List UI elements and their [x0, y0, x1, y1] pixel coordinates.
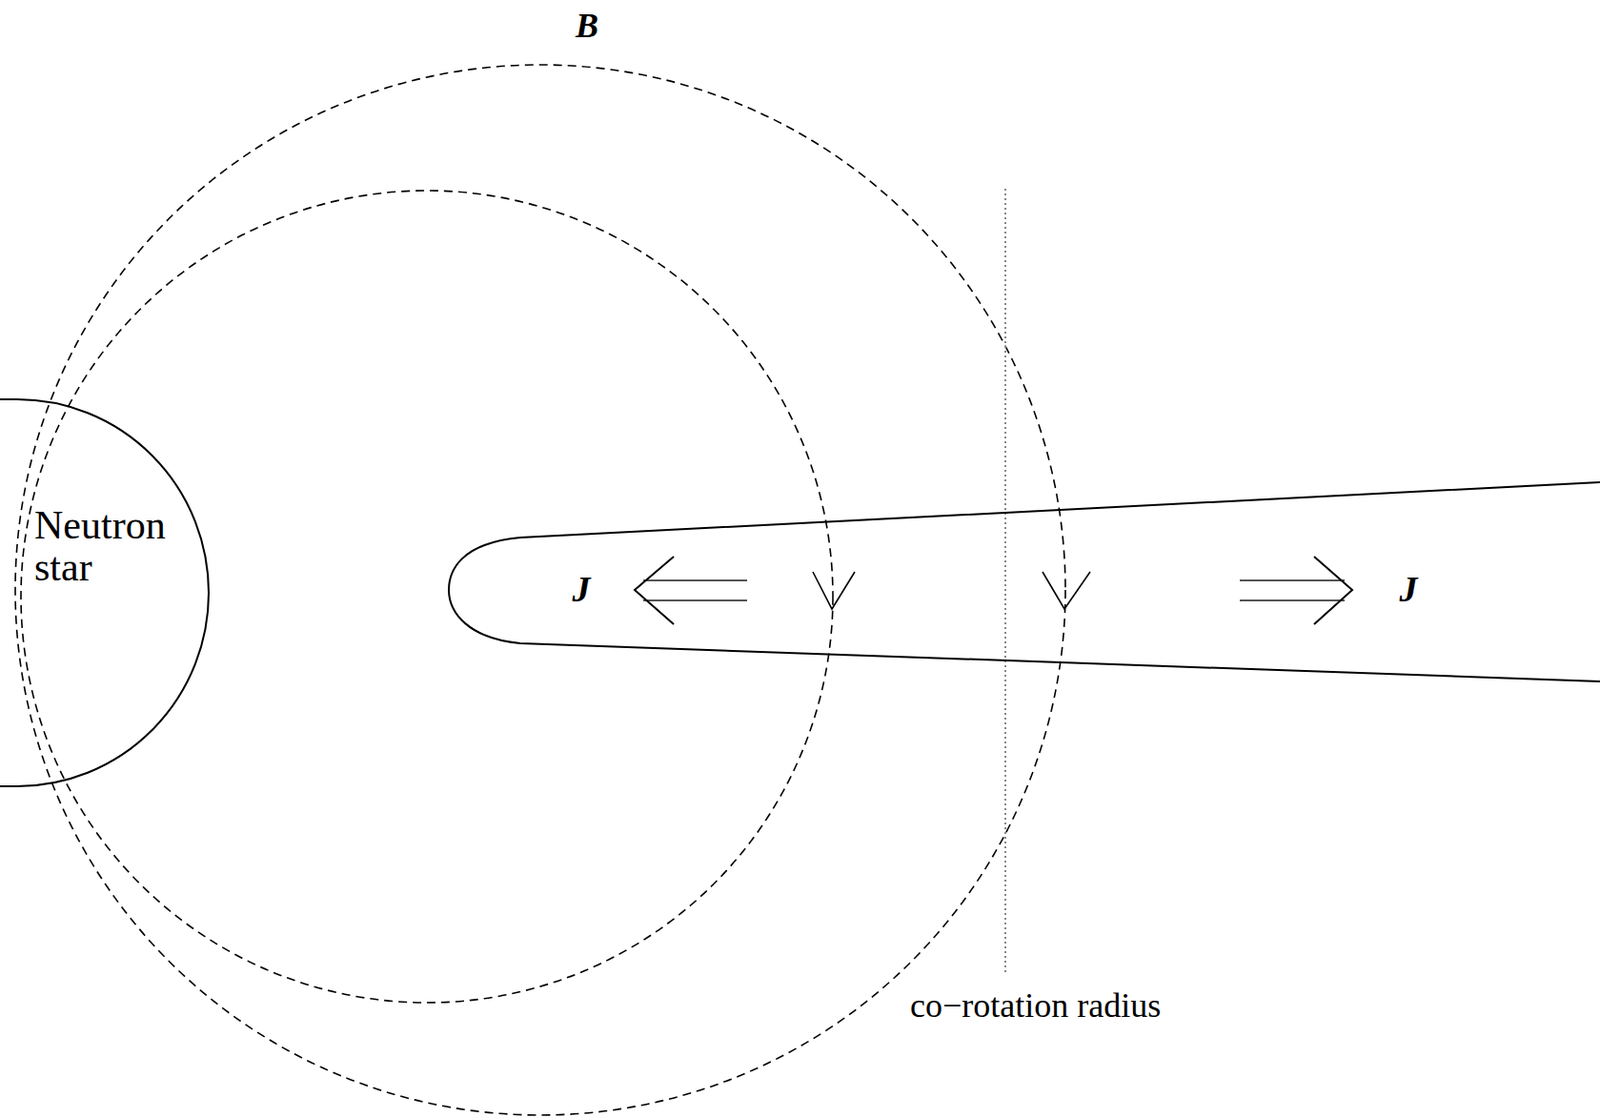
current-arrow-head — [634, 556, 674, 625]
current-arrow-shaft — [1239, 579, 1345, 582]
field-direction-arrow — [812, 571, 855, 609]
field-direction-arrow — [1042, 571, 1091, 609]
field-label: B — [575, 5, 599, 46]
corotation-label: co−rotation radius — [910, 985, 1161, 1026]
current-label: J — [572, 570, 591, 609]
corotation-line — [1004, 188, 1007, 975]
outer-field-line — [15, 64, 1066, 1115]
neutron-star-outline — [0, 397, 222, 789]
current-arrow-head — [1314, 556, 1353, 625]
inner-field-line — [20, 190, 833, 1003]
accretion-disk: JJ — [445, 476, 1600, 689]
star-label: Neutron star — [34, 504, 206, 588]
neutron-star: Neutron star — [0, 397, 222, 789]
current-label: J — [1399, 570, 1418, 609]
current-arrow-shaft — [1239, 599, 1345, 602]
current-arrow-shaft — [643, 599, 748, 602]
accretion-disk-outline — [445, 476, 1600, 689]
current-arrow-shaft — [643, 579, 748, 582]
